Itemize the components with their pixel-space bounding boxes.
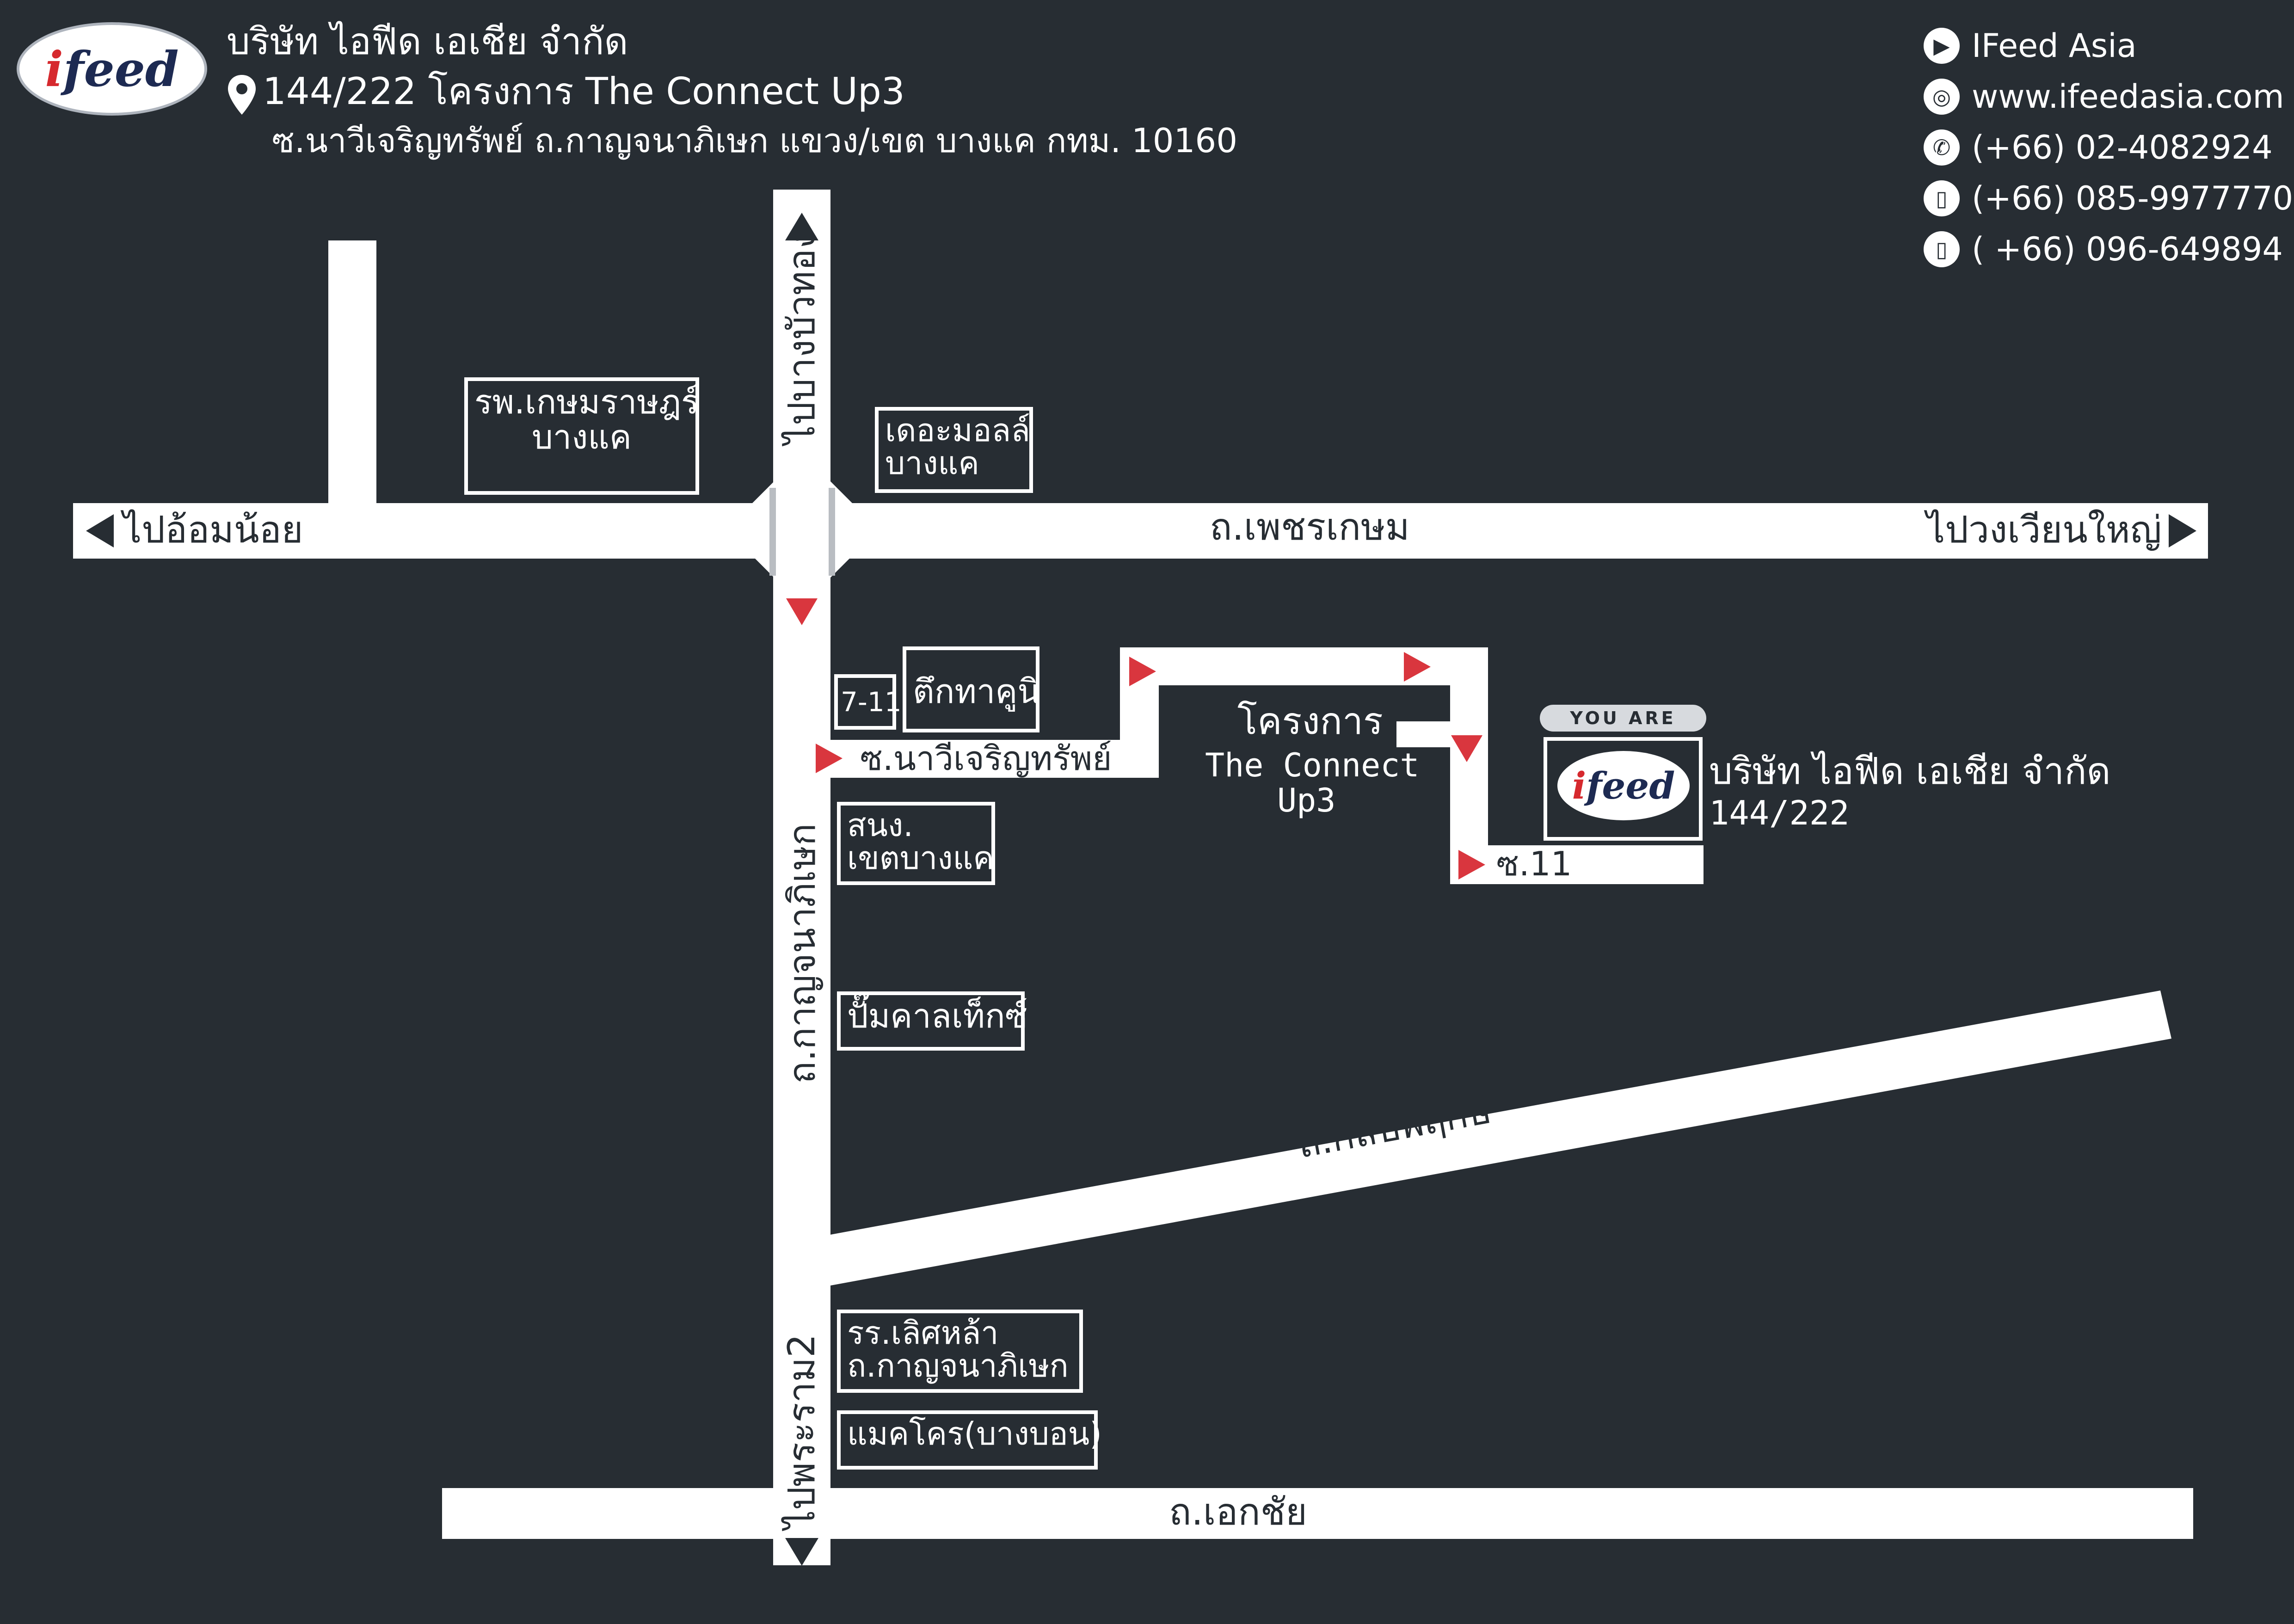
project-name-en-1: The Connect — [1205, 746, 1420, 784]
landmark-hospital: รพ.เกษมราษฎร์ บางแค — [464, 377, 699, 495]
contact-mobile-2[interactable]: ▯ ( +66) 096-649894 — [1924, 230, 2283, 268]
landmark-tuk-tha-khun-text: ตึกทาคูนิ — [913, 672, 1040, 711]
route-top-segment — [1120, 647, 1488, 685]
landmark-seven-eleven-text: 7-11 — [841, 686, 902, 718]
landmark-hospital-line1: รพ.เกษมราษฎร์ — [474, 382, 699, 421]
contact-website[interactable]: ◎ www.ifeedasia.com — [1924, 78, 2284, 116]
address-line-1: 144/222 โครงการ The Connect Up3 — [263, 70, 905, 113]
arrow-down-icon — [785, 1538, 818, 1566]
arrow-left-icon — [86, 514, 114, 547]
arrow-up-icon — [785, 213, 818, 240]
mobile-icon: ▯ — [1924, 180, 1960, 216]
contact-youtube[interactable]: ▶ IFeed Asia — [1924, 27, 2137, 65]
landmark-police: สนง. เขตบางแค — [837, 802, 995, 885]
label-to-rama2: ไปพระราม2 — [780, 1334, 823, 1529]
landmark-school-line2: ถ.กาญจนาภิเษก — [847, 1348, 1069, 1385]
destination-logo-letter-i: i — [1572, 764, 1587, 807]
route-right-segment — [1450, 647, 1488, 884]
label-to-wong-wian-yai: ไปวงเวียนใหญ่ — [1926, 508, 2162, 551]
logo-letter-i: i — [45, 40, 63, 98]
company-name: บริษัท ไอฟีด เอเชีย จำกัด — [227, 20, 628, 63]
landmark-hospital-line2: บางแค — [532, 417, 632, 456]
contact-website-text: www.ifeedasia.com — [1972, 78, 2284, 116]
contact-mobile-1-text: (+66) 085-9977770 — [1972, 179, 2294, 217]
landmark-the-mall-line2: บางแค — [885, 445, 979, 482]
youtube-icon: ▶ — [1924, 28, 1960, 64]
mobile-icon: ▯ — [1924, 231, 1960, 267]
globe-icon: ◎ — [1924, 79, 1960, 115]
label-ekkachai: ถ.เอกชัย — [1169, 1490, 1307, 1533]
landmark-school: รร.เลิศหล้า ถ.กาญจนาภิเษก — [837, 1310, 1083, 1393]
phetkasem-road — [73, 503, 2208, 559]
soi-nawee-road — [830, 740, 1159, 778]
logo-text: feed — [63, 40, 179, 98]
label-kanchanaphisek: ถ.กาญจนาภิเษก — [781, 823, 824, 1084]
location-pin-icon — [227, 74, 257, 116]
red-arrow-right-icon-3 — [1404, 652, 1431, 682]
address-line-2: ซ.นาวีเจริญทรัพย์ ถ.กาญจนาภิเษก แขวง/เขต… — [272, 121, 1238, 160]
destination-number: 144/222 — [1709, 794, 1850, 832]
label-to-om-noi: ไปอ้อมน้อย — [123, 508, 303, 551]
red-arrow-right-icon — [816, 744, 843, 773]
landmark-seven-eleven: 7-11 — [834, 674, 902, 730]
landmark-caltex: ปั๊มคาลเท็กซ์ — [837, 991, 1028, 1051]
label-soi-nawee: ซ.นาวีเจริญทรัพย์ — [860, 739, 1112, 778]
contact-youtube-text: IFeed Asia — [1972, 27, 2137, 65]
label-to-bang-bua-thong: ไปบางบัวทอง — [780, 230, 823, 444]
red-arrow-right-icon-4 — [1458, 850, 1485, 880]
phone-icon: ✆ — [1924, 129, 1960, 166]
contact-mobile-1[interactable]: ▯ (+66) 085-9977770 — [1924, 179, 2293, 217]
destination-marker — [1544, 737, 1703, 841]
contact-phone[interactable]: ✆ (+66) 02-4082924 — [1924, 129, 2273, 166]
project-name-en-2: Up3 — [1277, 781, 1336, 819]
landmark-the-mall: เดอะมอลล์ บางแค — [875, 407, 1033, 493]
landmark-police-line1: สนง. — [847, 807, 913, 844]
destination-company-name: บริษัท ไอฟีด เอเชีย จำกัด — [1709, 750, 2111, 793]
soi-11-road — [1450, 845, 1704, 884]
landmark-makro: แมคโคร(บางบอน) — [837, 1410, 1102, 1470]
contact-mobile-2-text: ( +66) 096-649894 — [1972, 230, 2283, 268]
landmark-school-line1: รร.เลิศหล้า — [847, 1315, 999, 1352]
label-soi-11: ซ.11 — [1496, 844, 1572, 883]
red-arrow-right-icon-2 — [1129, 657, 1156, 686]
landmark-makro-text: แมคโคร(บางบอน) — [847, 1416, 1102, 1452]
landmark-tuk-tha-khun: ตึกทาคูนิ — [903, 646, 1040, 732]
intersection-roundabout — [726, 453, 879, 606]
landmark-police-line2: เขตบางแค — [847, 840, 994, 877]
side-road-west — [328, 240, 376, 509]
project-name-thai: โครงการ — [1237, 700, 1383, 743]
arrow-right-icon — [2169, 514, 2196, 547]
ekkachai-road — [442, 1488, 2193, 1539]
kanchanaphisek-road — [773, 190, 830, 1565]
label-phetkasem: ถ.เพชรเกษม — [1210, 505, 1410, 548]
contact-phone-text: (+66) 02-4082924 — [1972, 129, 2273, 166]
landmark-the-mall-line1: เดอะมอลล์ — [885, 412, 1030, 449]
landmark-caltex-text: ปั๊มคาลเท็กซ์ — [847, 997, 1028, 1035]
red-arrow-down-icon — [786, 598, 818, 625]
red-arrow-down-icon-2 — [1451, 735, 1482, 762]
label-kanlapaphruek: ถ.กัลปพฤกษ์ — [1294, 1088, 1495, 1167]
destination-logo-text: feed — [1586, 764, 1675, 807]
you-are-here-badge: YOU ARE HERE — [1540, 705, 1706, 755]
